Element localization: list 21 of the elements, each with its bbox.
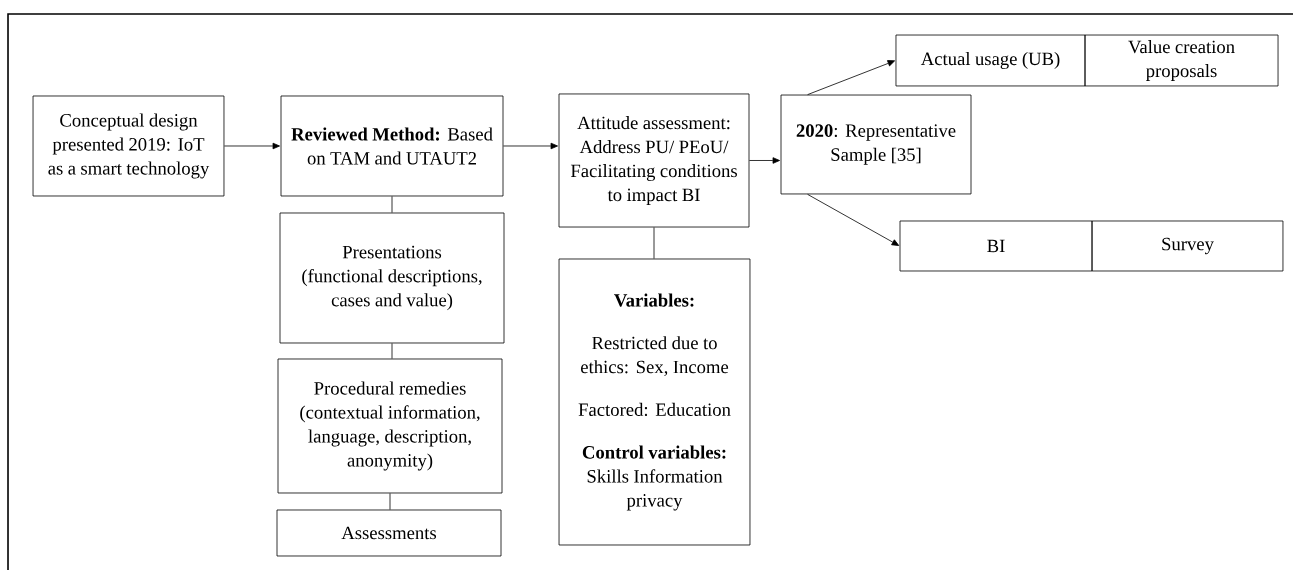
process-box: Attitude assessment: Address PU/ PEoU/ Facilitating conditions to impact BI bbox=[558, 93, 750, 228]
connector-line bbox=[389, 493, 391, 510]
table-cell: Value creation proposals bbox=[1084, 34, 1279, 87]
arrow bbox=[749, 157, 780, 164]
process-box: Reviewed Method: Based on TAM and UTAUT2 bbox=[280, 95, 504, 197]
arrow bbox=[224, 142, 280, 150]
process-box: Assessments bbox=[276, 509, 502, 557]
table-cell: Actual usage (UB) bbox=[895, 34, 1086, 87]
process-box: Presentations (functional descriptions, cases and value) bbox=[279, 212, 505, 344]
table-cell: Survey bbox=[1091, 220, 1284, 272]
arrow bbox=[503, 142, 558, 150]
table-cell: BI bbox=[899, 220, 1093, 272]
variables-box: Variables: Restricted due to ethics: Sex, Income Factored: Education Control variables: Skills Information privacy bbox=[558, 258, 751, 546]
process-box: 2020: Representative Sample [35] bbox=[780, 94, 972, 195]
connector-line bbox=[391, 343, 393, 359]
process-box: Conceptual design presented 2019: IoT as a smart technology bbox=[32, 95, 225, 197]
arrow bbox=[807, 193, 900, 246]
connector-line bbox=[653, 227, 655, 259]
arrow bbox=[807, 60, 895, 96]
connector-line bbox=[391, 196, 393, 213]
process-box: Procedural remedies (contextual information, language, description, anonymity) bbox=[277, 358, 503, 494]
